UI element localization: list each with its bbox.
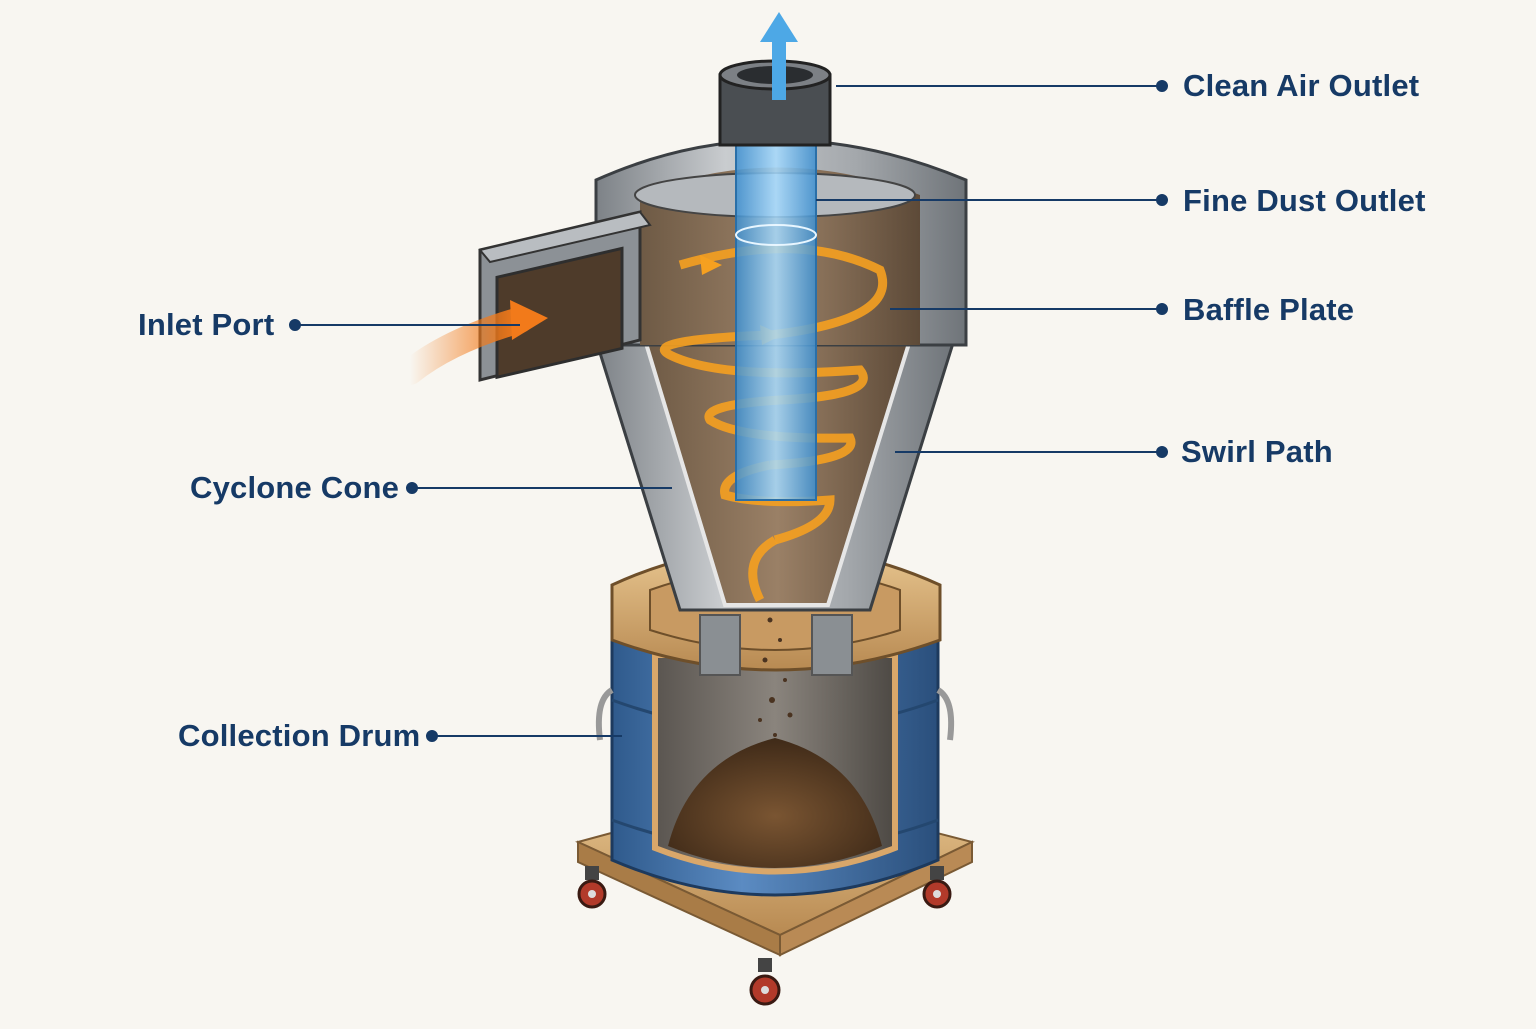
- inlet-port-box: [478, 210, 652, 382]
- label-clean-air-outlet: Clean Air Outlet: [1183, 68, 1420, 103]
- falling-dust: [758, 617, 793, 737]
- label-fine-dust-outlet: Fine Dust Outlet: [1183, 183, 1426, 218]
- label-collection-drum: Collection Drum: [178, 718, 421, 753]
- vortex-finder-tube: [735, 79, 817, 501]
- label-inlet-port: Inlet Port: [138, 307, 275, 342]
- label-swirl-path: Swirl Path: [1181, 434, 1333, 469]
- caster-wheels: [577, 866, 952, 1006]
- label-cyclone-cone: Cyclone Cone: [190, 470, 400, 505]
- collection-drum: [595, 618, 955, 897]
- clean-air-arrow: [760, 12, 798, 100]
- label-baffle-plate: Baffle Plate: [1183, 292, 1355, 327]
- leader-lines: [289, 80, 1168, 742]
